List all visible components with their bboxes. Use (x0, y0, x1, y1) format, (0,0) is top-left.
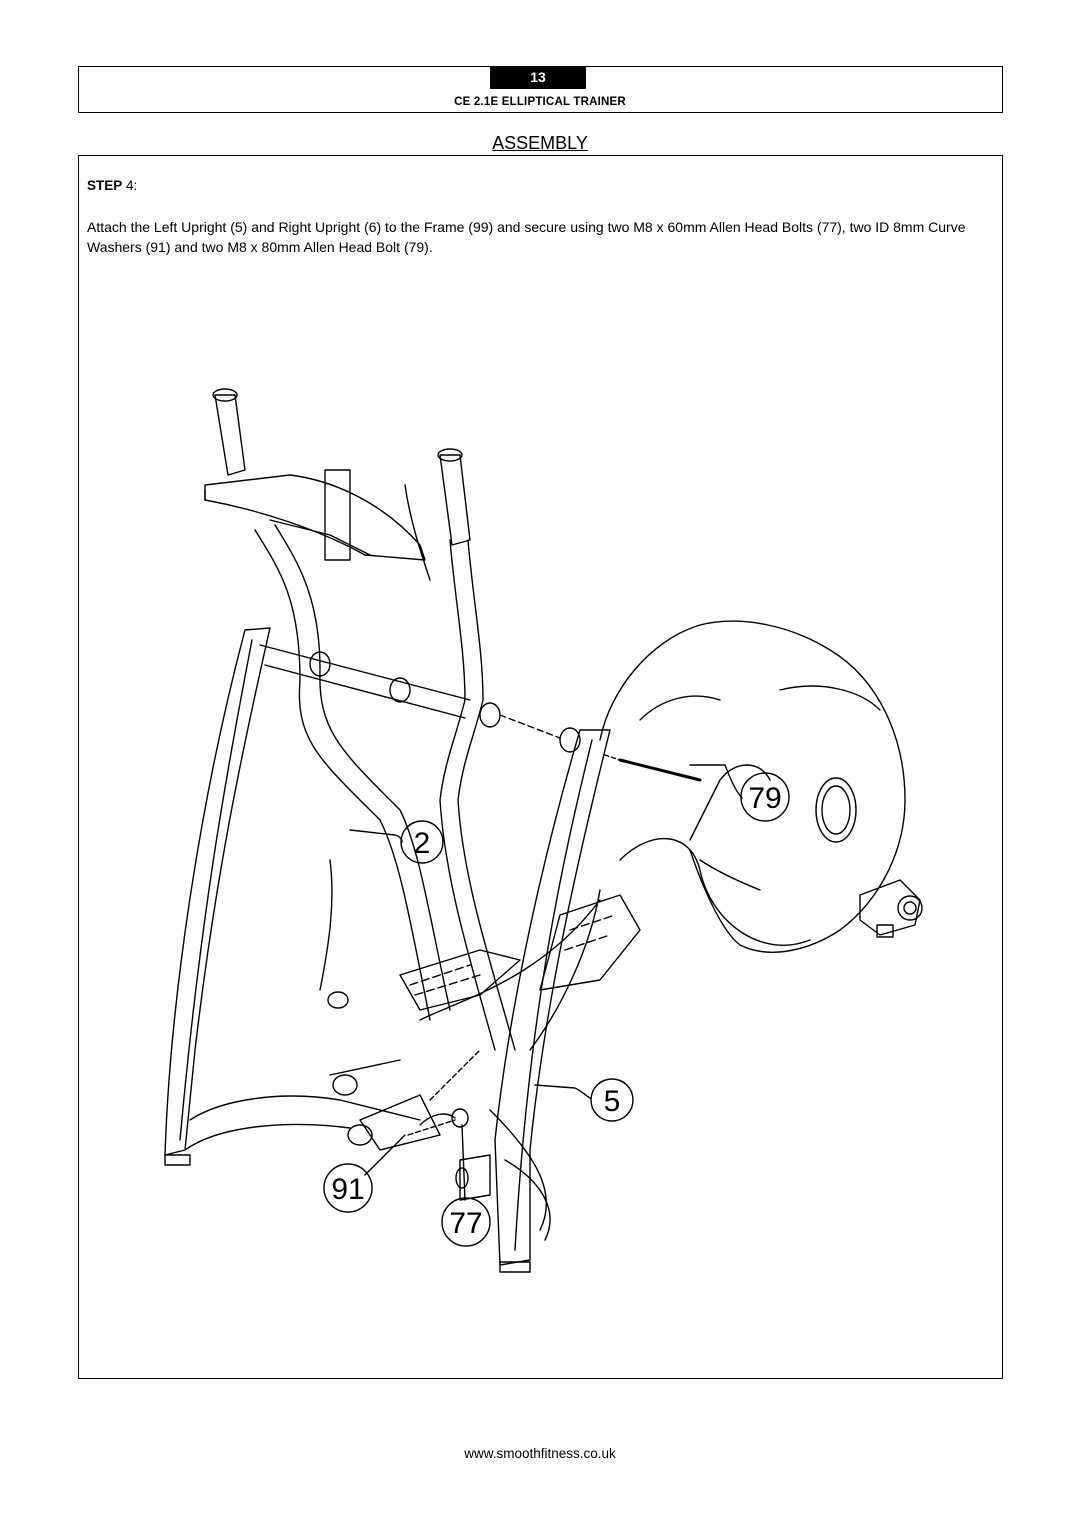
main-frame (184, 838, 811, 1241)
pedal-left (399, 949, 521, 1011)
callout-79: 79 (689, 764, 790, 822)
callout-5-label: 5 (604, 1085, 621, 1118)
step-number: 4 (126, 178, 134, 193)
callout-5: 5 (534, 1078, 634, 1122)
lower-link (319, 859, 491, 1201)
callout-91-label: 91 (331, 1173, 364, 1206)
callout-77: 77 (441, 1124, 491, 1247)
page-number: 13 (490, 66, 586, 89)
step-separator: : (133, 178, 138, 193)
flywheel-housing (599, 620, 906, 953)
left-upright (164, 627, 271, 1166)
section-title: ASSEMBLY (492, 133, 588, 153)
rear-stabilizer (859, 879, 923, 938)
callout-77-label: 77 (449, 1207, 482, 1240)
moving-handlebars (212, 388, 516, 1051)
callout-79-label: 79 (748, 782, 781, 815)
step-word: STEP (87, 178, 123, 193)
callout-2-label: 2 (414, 827, 431, 860)
callout-2: 2 (349, 820, 444, 864)
cross-tube (259, 644, 581, 753)
console (204, 474, 426, 561)
step-label: STEP 4: (87, 178, 137, 193)
bolt-79 (604, 754, 702, 782)
right-upright (494, 729, 611, 1273)
elliptical-trainer-diagram: 79 2 5 91 77 (164, 388, 923, 1273)
content-box (78, 155, 1003, 1379)
callout-91: 91 (323, 1134, 406, 1213)
document-title: CE 2.1E ELLIPTICAL TRAINER (454, 96, 626, 108)
step-instructions: Attach the Left Upright (5) and Right Up… (87, 219, 966, 255)
footer-url: www.smoothfitness.co.uk (464, 1446, 616, 1461)
